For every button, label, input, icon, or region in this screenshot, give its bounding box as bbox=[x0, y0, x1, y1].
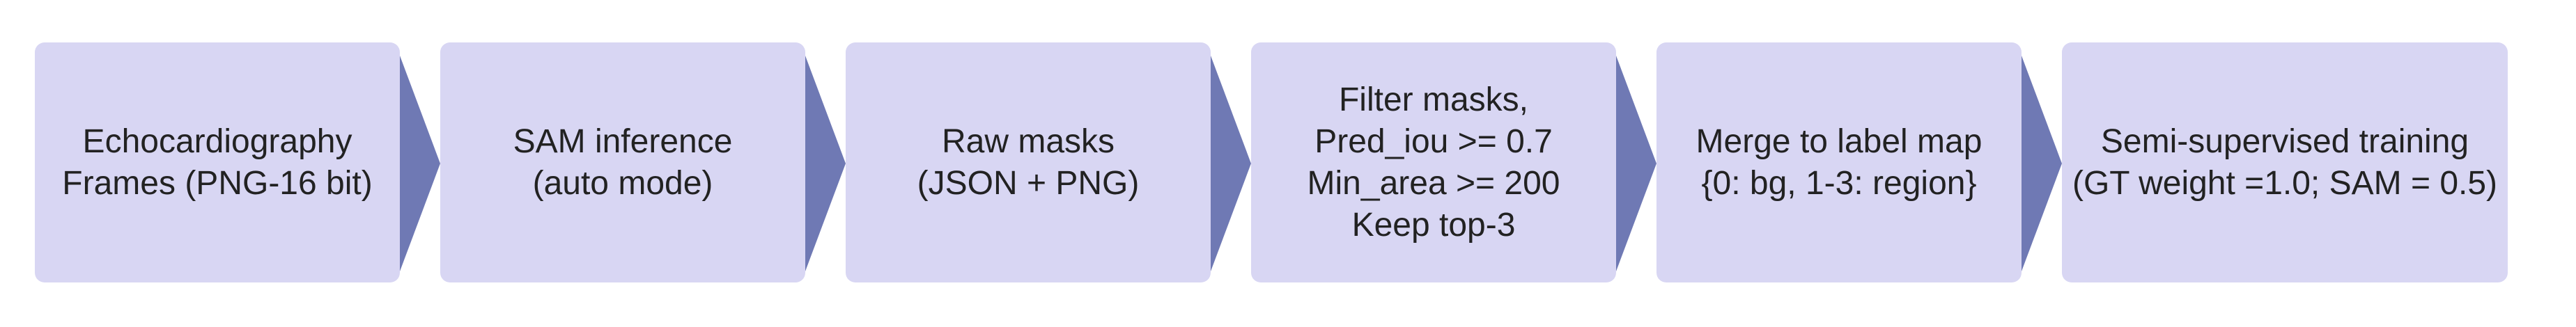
step-merge-label-map-line-1: Merge to label map bbox=[1696, 122, 1983, 160]
step-raw-masks-line-1: Raw masks bbox=[941, 122, 1115, 160]
step-raw-masks: Raw masks (JSON + PNG) bbox=[846, 42, 1211, 282]
step-sam-inference-line-1: SAM inference bbox=[513, 122, 733, 160]
step-filter-masks-line-4: Keep top-3 bbox=[1351, 206, 1516, 244]
flow-arrow-icon bbox=[2022, 56, 2062, 271]
step-semi-supervised-training-line-1: Semi-supervised training bbox=[2100, 122, 2469, 160]
step-filter-masks-line-1: Filter masks, bbox=[1338, 81, 1528, 118]
step-frames-line-1: Echocardiography bbox=[82, 122, 352, 160]
step-semi-supervised-training: Semi-supervised training (GT weight =1.0… bbox=[2062, 42, 2508, 282]
flow-arrow-icon bbox=[1616, 56, 1656, 271]
step-raw-masks-line-2: (JSON + PNG) bbox=[917, 164, 1140, 202]
step-filter-masks: Filter masks, Pred_iou >= 0.7 Min_area >… bbox=[1251, 42, 1616, 282]
step-filter-masks-line-2: Pred_iou >= 0.7 bbox=[1314, 122, 1553, 160]
flow-arrow-icon bbox=[805, 56, 846, 271]
step-semi-supervised-training-line-2: (GT weight =1.0; SAM = 0.5) bbox=[2072, 164, 2498, 202]
step-frames: Echocardiography Frames (PNG-16 bit) bbox=[35, 42, 400, 282]
step-merge-label-map: Merge to label map {0: bg, 1-3: region} bbox=[1656, 42, 2022, 282]
step-sam-inference-line-2: (auto mode) bbox=[532, 164, 713, 202]
flow-arrow-icon bbox=[1211, 56, 1251, 271]
step-merge-label-map-line-2: {0: bg, 1-3: region} bbox=[1701, 164, 1977, 202]
step-sam-inference: SAM inference (auto mode) bbox=[440, 42, 805, 282]
step-filter-masks-line-3: Min_area >= 200 bbox=[1307, 164, 1560, 202]
flow-arrow-icon bbox=[400, 56, 440, 271]
step-frames-line-2: Frames (PNG-16 bit) bbox=[62, 164, 373, 202]
